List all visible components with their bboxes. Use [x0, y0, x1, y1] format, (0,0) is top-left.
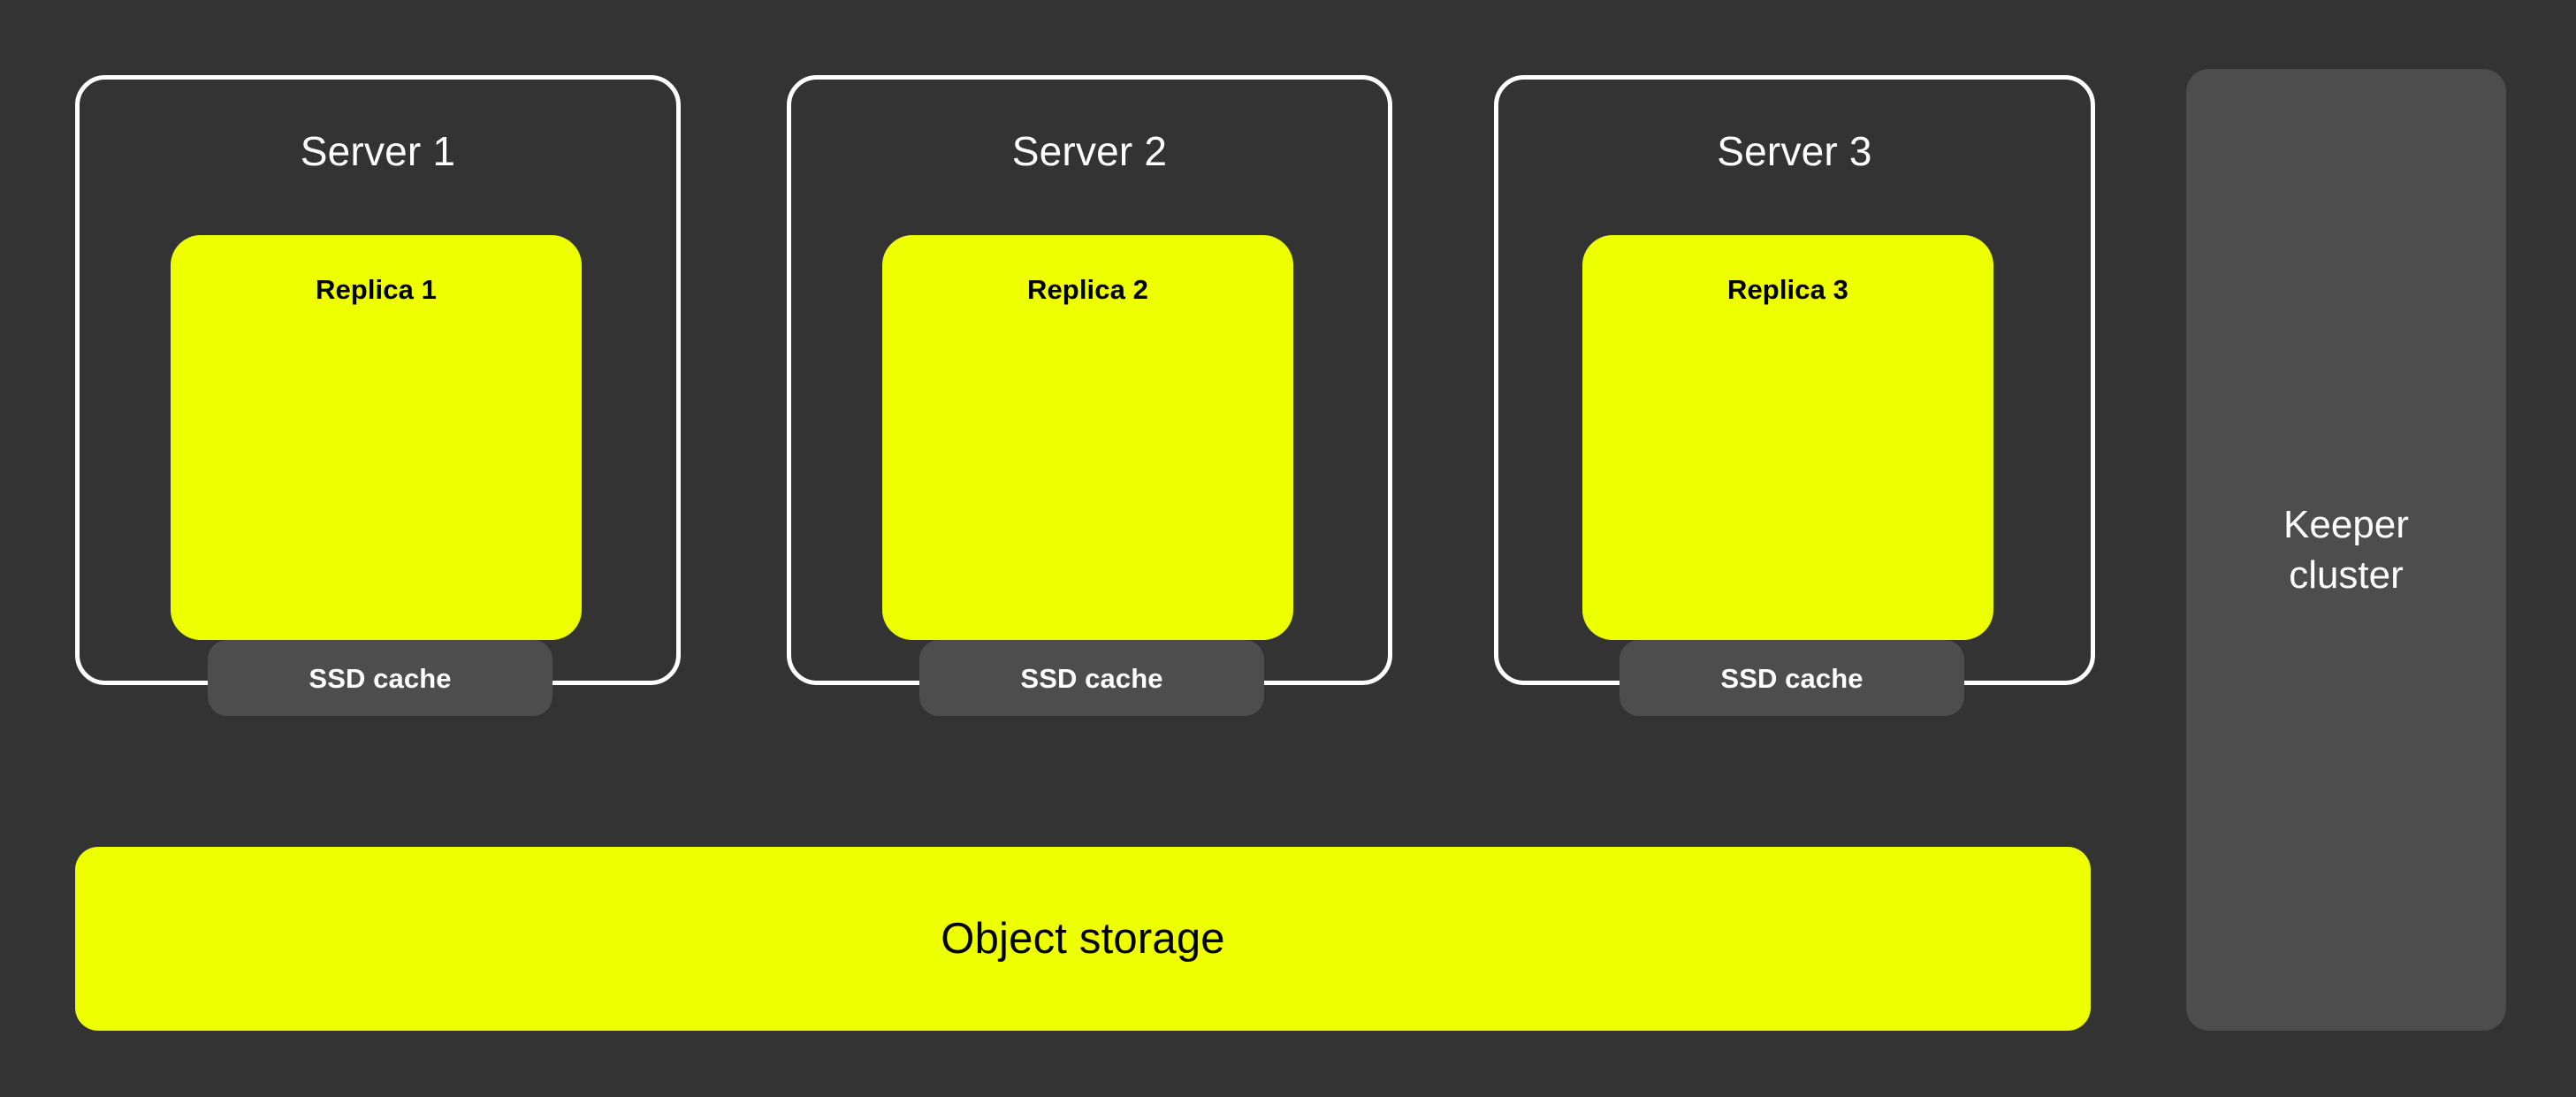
replica-label-2: Replica 2: [1026, 274, 1149, 305]
ssd-cache-label-3: SSD cache: [1720, 662, 1863, 694]
replica-box-2: Replica 2: [882, 235, 1293, 640]
server-title-1: Server 1: [300, 128, 456, 174]
keeper-cluster-block: Keeper cluster: [2186, 69, 2506, 1031]
ssd-cache-chip-2: SSD cache: [919, 640, 1264, 716]
ssd-cache-label-1: SSD cache: [309, 662, 452, 694]
object-storage-label: Object storage: [941, 914, 1225, 963]
ssd-cache-label-2: SSD cache: [1020, 662, 1163, 694]
server-title-3: Server 3: [1717, 128, 1872, 174]
replica-label-1: Replica 1: [315, 274, 438, 305]
replica-box-3: Replica 3: [1582, 235, 1993, 640]
replica-label-3: Replica 3: [1726, 274, 1849, 305]
ssd-cache-chip-3: SSD cache: [1620, 640, 1964, 716]
replica-box-1: Replica 1: [171, 235, 582, 640]
keeper-cluster-label: Keeper cluster: [2283, 502, 2409, 597]
server-title-2: Server 2: [1011, 128, 1168, 174]
object-storage-block: Object storage: [75, 847, 2091, 1031]
ssd-cache-chip-1: SSD cache: [208, 640, 553, 716]
